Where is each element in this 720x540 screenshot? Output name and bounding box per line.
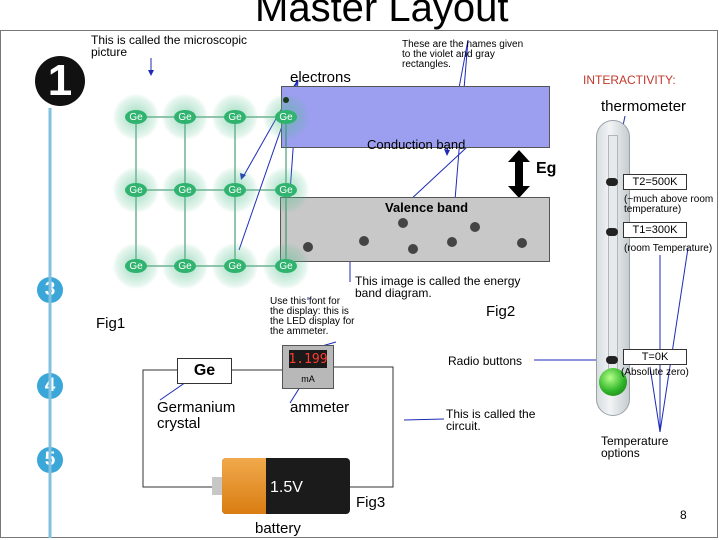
hole-dot [470, 222, 480, 232]
led-font-note: Use this font for the display: this is t… [270, 296, 355, 337]
fig3-label: Fig3 [356, 494, 386, 511]
thermometer-tube [608, 135, 618, 380]
germanium-lattice: Ge Ge Ge Ge Ge Ge Ge Ge Ge Ge Ge Ge [110, 80, 330, 289]
ge-atom: Ge [125, 183, 147, 197]
microscopic-picture-note: This is called the microscopic picture [91, 33, 248, 59]
electron-dot [283, 97, 289, 103]
battery-terminal [212, 477, 222, 495]
ge-atom: Ge [275, 259, 297, 273]
radio-t2[interactable] [606, 178, 618, 186]
thermometer-label: thermometer [601, 98, 687, 115]
battery-voltage: 1.5V [270, 479, 303, 496]
ge-atom: Ge [174, 110, 196, 124]
temp-note-t1: (room Temperature) [624, 243, 713, 254]
radio-t1[interactable] [606, 228, 618, 236]
conduction-band-rect [281, 86, 550, 148]
ge-atom: Ge [224, 183, 246, 197]
hole-dot [398, 218, 408, 228]
interactivity-label: INTERACTIVITY: [583, 73, 676, 87]
fig1-label: Fig1 [96, 315, 126, 332]
germanium-crystal-label: Germanium crystal [157, 399, 236, 432]
radio-t0[interactable] [606, 356, 618, 364]
hole-dot [359, 236, 369, 246]
battery-label: battery [255, 520, 301, 537]
energy-gap-label: Eg [536, 160, 557, 177]
temp-option-t2[interactable]: T2=500K [623, 174, 687, 190]
ge-atom: Ge [174, 259, 196, 273]
circuit-note: This is called the circuit. [446, 407, 536, 433]
page-title: Master Layout [255, 0, 509, 30]
ge-atom: Ge [224, 110, 246, 124]
page-number: 8 [680, 508, 687, 522]
temp-note-t2: (~much above room temperature) [624, 194, 714, 215]
ge-atom: Ge [275, 110, 297, 124]
battery-cap [222, 458, 266, 514]
valence-band-label: Valence band [385, 200, 469, 215]
ge-atom: Ge [125, 259, 147, 273]
energy-diagram-note: This image is called the energy band dia… [355, 274, 521, 300]
hole-dot [303, 242, 313, 252]
ammeter-display: 1.199 [288, 350, 328, 368]
ge-atom: Ge [125, 110, 147, 124]
germanium-crystal-box: Ge [177, 358, 232, 384]
ge-atom: Ge [224, 259, 246, 273]
slide-frame [0, 30, 718, 538]
hole-dot [408, 244, 418, 254]
ammeter-label: ammeter [290, 399, 350, 416]
hole-dot [447, 237, 457, 247]
temp-note-t0: (Absolute zero) [621, 367, 689, 378]
hole-dot [517, 238, 527, 248]
ge-atom: Ge [174, 183, 196, 197]
fig2-label: Fig2 [486, 303, 516, 320]
thermometer-bulb [599, 368, 627, 396]
radio-buttons-note: Radio buttons [448, 354, 523, 368]
rectangle-names-note: These are the names given to the violet … [402, 39, 524, 70]
conduction-band-label: Conduction band [367, 137, 466, 152]
temp-option-t1[interactable]: T1=300K [623, 222, 687, 238]
temp-option-t0[interactable]: T=0K [623, 349, 687, 365]
step-badge-1: 1 [35, 56, 85, 106]
ammeter-unit: mA [301, 374, 315, 384]
electrons-label: electrons [290, 69, 351, 86]
temperature-options-label: Temperature options [601, 434, 669, 460]
ge-atom: Ge [275, 183, 297, 197]
